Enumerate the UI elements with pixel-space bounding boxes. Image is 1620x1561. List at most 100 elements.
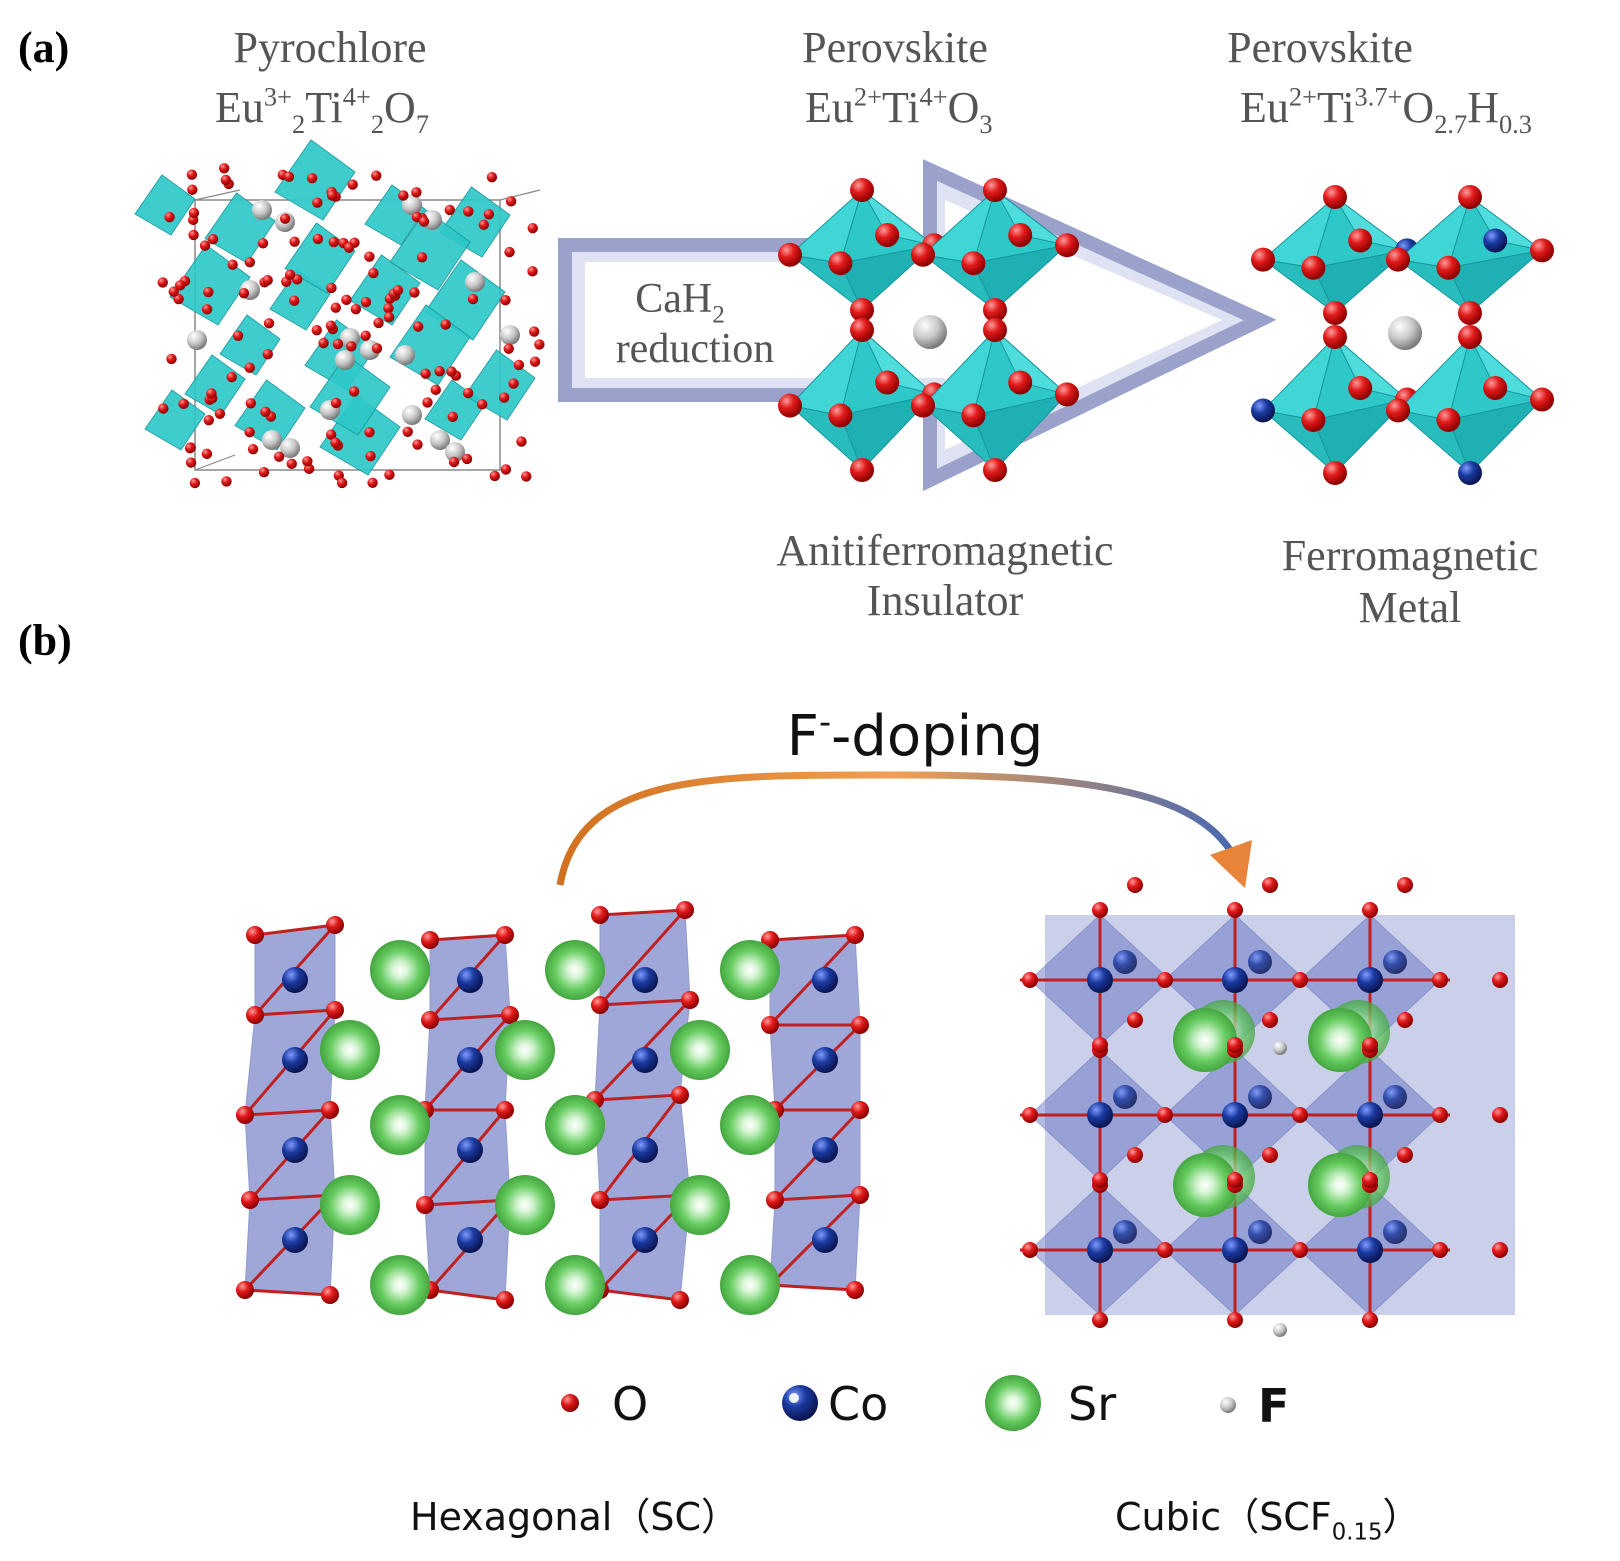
oxygen-atom: [244, 362, 255, 373]
oxygen-atom: [332, 338, 344, 350]
oxygen-atom: [529, 356, 541, 367]
hydride-atom: [1483, 228, 1508, 253]
cobalt-atom: [457, 967, 483, 993]
fluorine-atom-icon: [1220, 1397, 1236, 1413]
oxygen-atom: [1022, 1107, 1038, 1123]
strontium-atom: [495, 1020, 555, 1080]
oxygen-atom: [1227, 1037, 1243, 1053]
oxygen-atom: [227, 259, 238, 270]
pyrochlore-structure: [134, 139, 545, 489]
ti-octahedron-face: [788, 404, 863, 471]
oxygen-atom: [168, 286, 179, 297]
oxygen-atom: [326, 282, 337, 294]
oxygen-atom: [875, 370, 900, 395]
panel-b-label: (b): [18, 616, 72, 665]
perovskite-2-structure: [1251, 185, 1554, 485]
oxygen-atom: [178, 398, 189, 410]
strontium-atom: [1173, 1153, 1237, 1217]
oxygen-atom: [513, 359, 525, 371]
oxygen-atom: [1022, 972, 1038, 988]
cobalt-atom: [1383, 1220, 1407, 1244]
legend-item-co: Co: [782, 1377, 888, 1431]
cobalt-atom: [812, 967, 838, 993]
atom-legend: O Co Sr F: [561, 1375, 1289, 1433]
oxygen-atom: [311, 324, 322, 336]
perovskite-2-caption-line1: Ferromagnetic: [1282, 531, 1539, 580]
oxygen-atom: [371, 170, 382, 181]
oxygen-atom: [681, 991, 699, 1009]
eu-atom: [187, 330, 207, 350]
perovskite-1-formula: Eu2+Ti4+O3: [805, 81, 993, 139]
fluorine-atom: [1273, 1323, 1287, 1337]
oxygen-atom: [430, 384, 441, 396]
oxygen-atom: [1362, 1172, 1378, 1188]
oxygen-atom: [591, 996, 609, 1014]
oxygen-atom: [244, 426, 255, 438]
oxygen-atom: [1436, 255, 1461, 280]
oxygen-atom: [257, 238, 269, 249]
oxygen-atom: [486, 172, 498, 183]
cobalt-atom: [282, 1227, 308, 1253]
oxygen-atom: [504, 246, 515, 258]
strontium-atom: [545, 1255, 605, 1315]
oxygen-atom: [676, 901, 694, 919]
oxygen-atom: [1432, 1242, 1448, 1258]
oxygen-atom: [983, 318, 1007, 342]
oxygen-atom: [260, 406, 271, 417]
strontium-atom: [1173, 1008, 1237, 1072]
cah2-reduction-arrow: [558, 159, 1277, 492]
oxygen-atom: [983, 298, 1007, 322]
hexagonal-sc-structure: [236, 901, 869, 1315]
oxygen-atom: [221, 476, 232, 487]
bond: [249, 1193, 336, 1202]
strontium-atom: [1308, 1008, 1372, 1072]
oxygen-atom: [1008, 370, 1033, 395]
eu-atom: [402, 405, 422, 425]
oxygen-atom: [1362, 1312, 1378, 1328]
oxygen-atom: [1127, 1012, 1143, 1028]
oxygen-atom: [496, 1291, 514, 1309]
perovskite-2-name: Perovskite: [1227, 23, 1413, 72]
strontium-atom: [545, 940, 605, 1000]
oxygen-atom: [364, 251, 375, 262]
oxygen-atom: [173, 293, 184, 305]
oxygen-atom: [851, 1101, 869, 1119]
oxygen-atom: [846, 1281, 864, 1299]
oxygen-atom: [850, 458, 874, 482]
perovskite-1-structure: [778, 178, 1079, 482]
cobalt-atom: [1087, 967, 1113, 993]
cobalt-atom: [1248, 1220, 1272, 1244]
oxygen-atom: [365, 450, 376, 462]
oxygen-atom: [262, 274, 273, 286]
ti-octahedron-face: [1397, 259, 1471, 314]
strontium-atom: [320, 1020, 380, 1080]
bond: [769, 1283, 856, 1292]
oxygen-atom: [186, 169, 198, 180]
ti-octahedron-face: [994, 329, 1068, 395]
oxygen-atom: [1157, 1107, 1173, 1123]
oxygen-atom: [350, 303, 362, 315]
fluorine-atom: [1273, 1041, 1287, 1055]
oxygen-atom: [347, 179, 358, 190]
oxygen-atom: [1227, 1312, 1243, 1328]
oxygen-atom: [1127, 1147, 1143, 1163]
oxygen-atom: [244, 256, 256, 268]
oxygen-atom: [185, 457, 197, 468]
cobalt-atom: [632, 967, 658, 993]
ti-octahedron-face: [994, 189, 1068, 246]
oxygen-atom: [302, 456, 313, 467]
oxygen-atom: [1492, 972, 1508, 988]
oxygen-atom: [201, 448, 213, 460]
eu-atom: [395, 345, 415, 365]
cobalt-atom: [1383, 950, 1407, 974]
oxygen-atom: [1348, 228, 1373, 253]
oxygen-atom: [326, 916, 344, 934]
oxygen-atom: [220, 174, 231, 186]
oxygen-atom: [330, 437, 341, 448]
oxygen-atom: [1323, 301, 1347, 325]
oxygen-atom: [1362, 902, 1378, 918]
bond: [254, 923, 336, 937]
oxygen-atom: [911, 393, 935, 418]
cobalt-atom: [1248, 1085, 1272, 1109]
oxygen-atom: [1262, 1012, 1278, 1028]
